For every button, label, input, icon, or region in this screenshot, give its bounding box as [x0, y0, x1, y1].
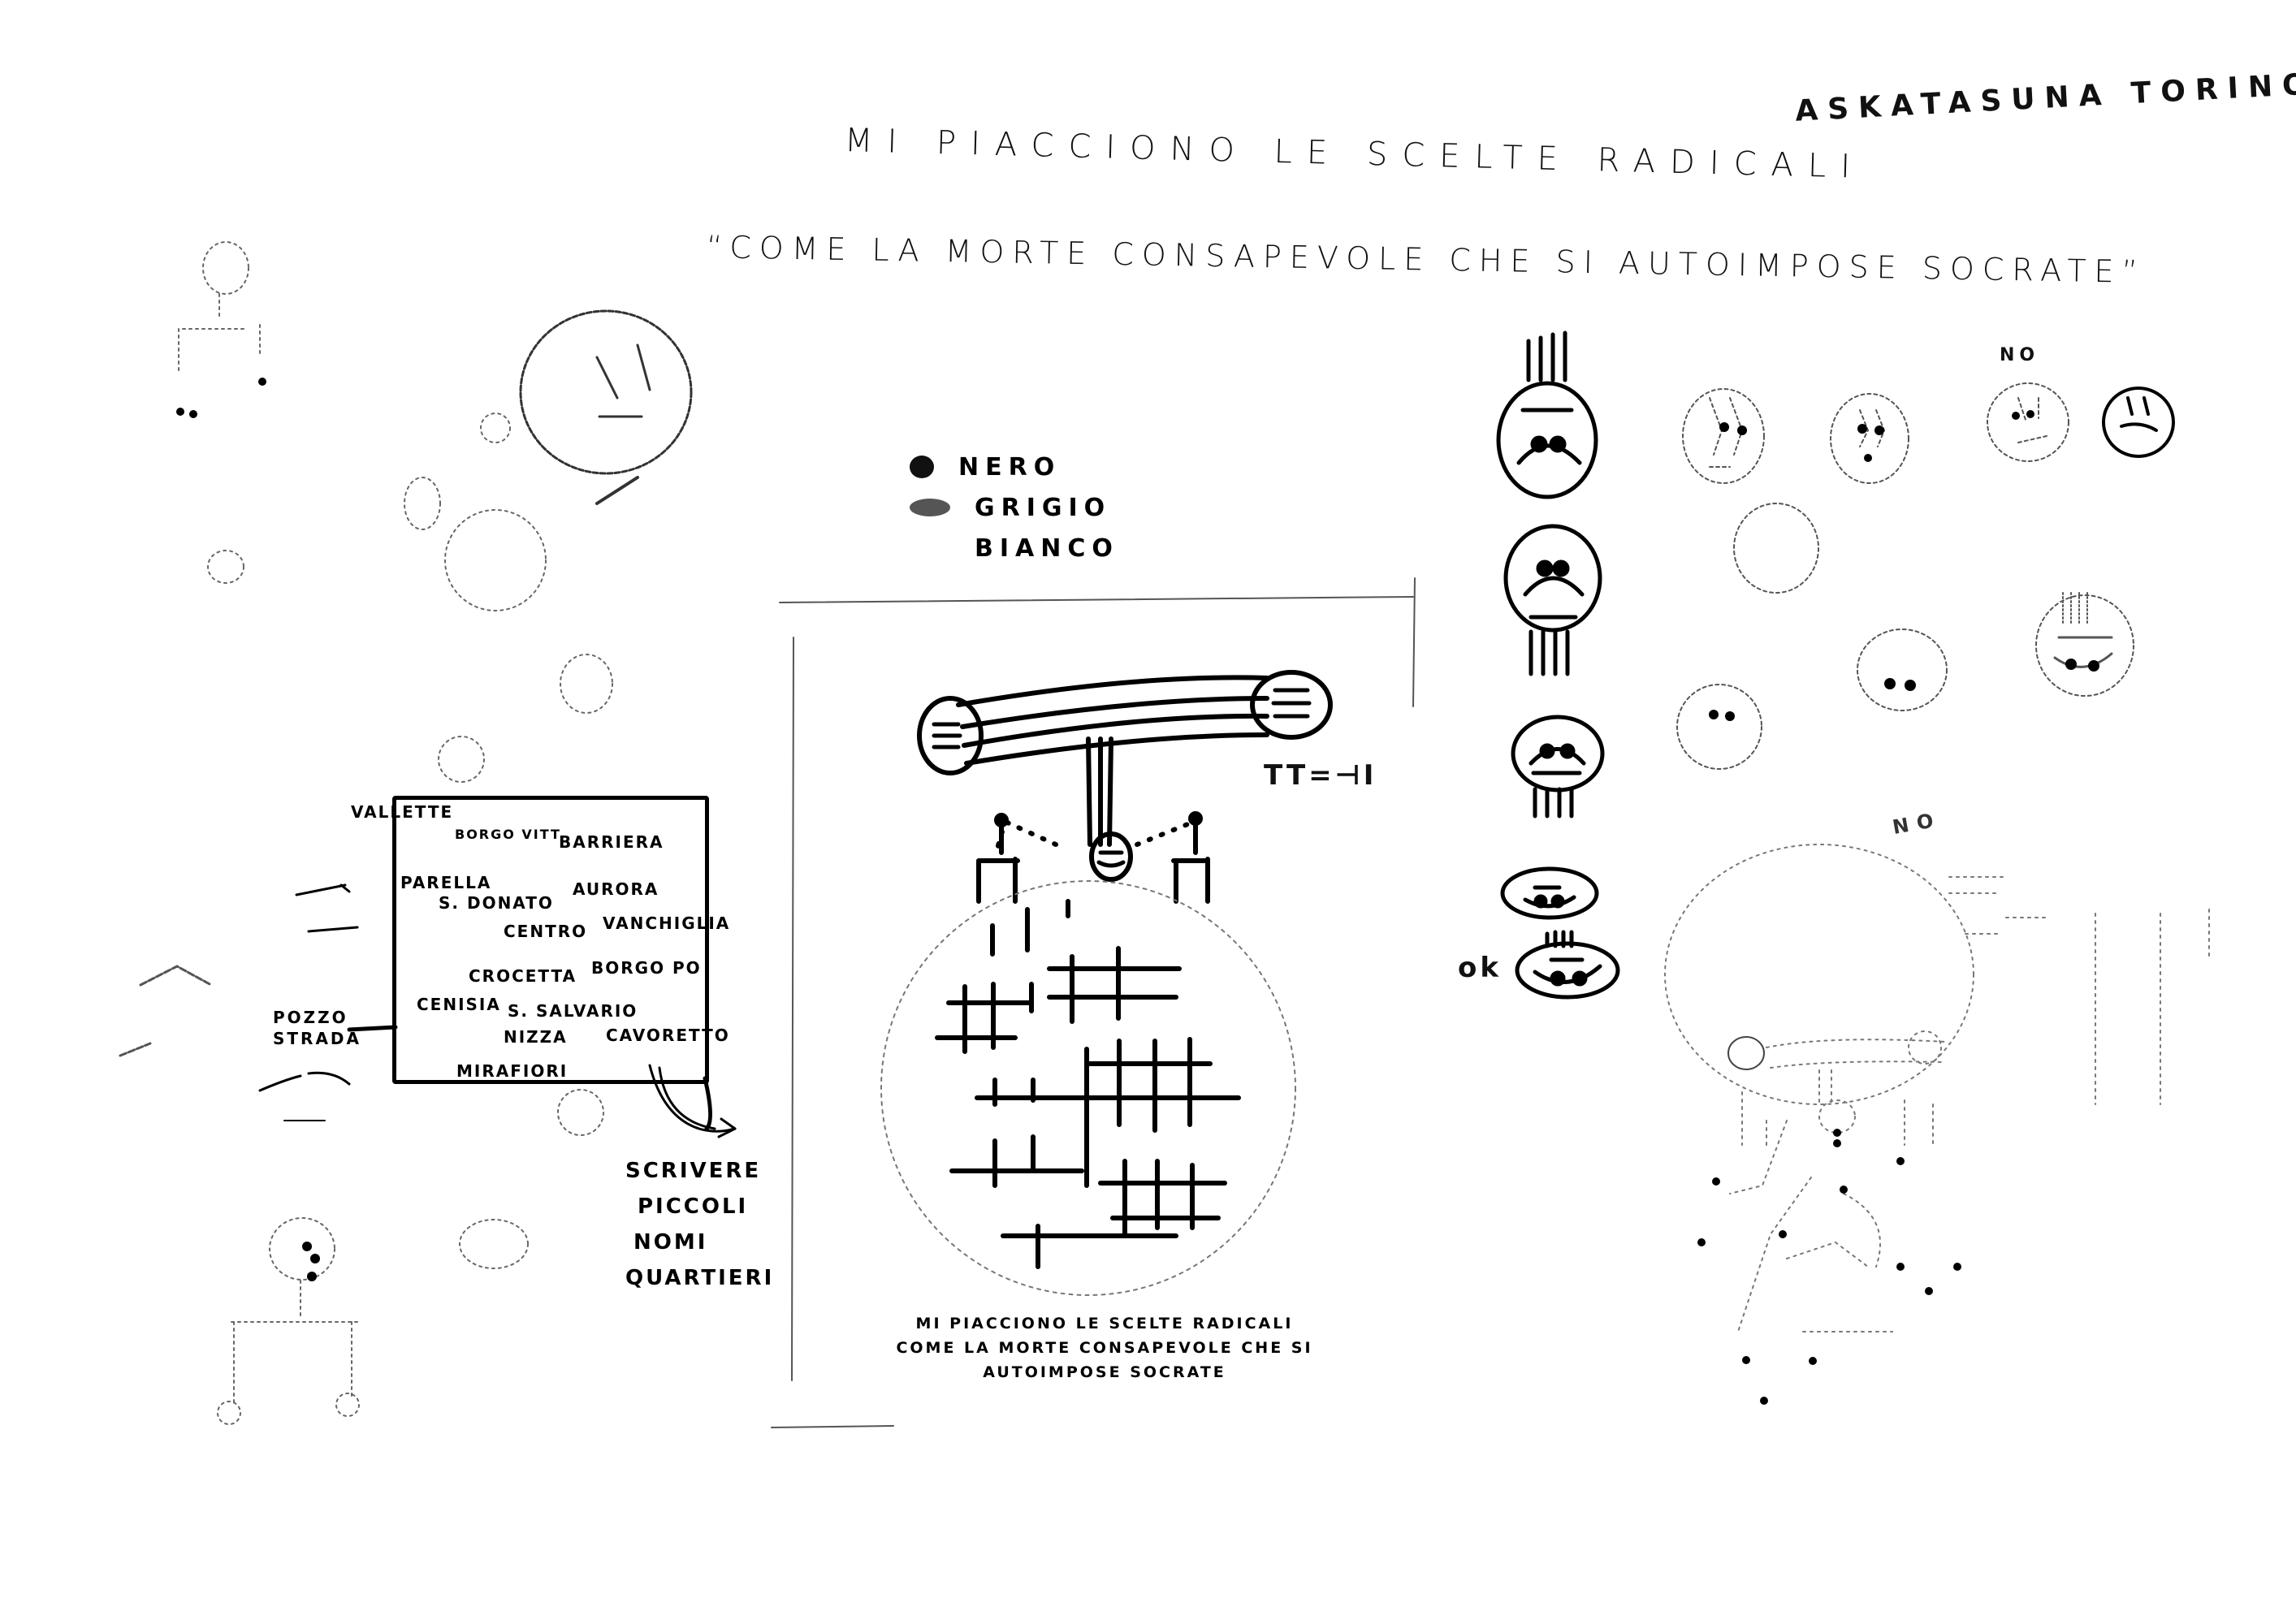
- quartiere-label: Barriera: [559, 832, 664, 852]
- banner-tube-icon: [917, 670, 1333, 904]
- quartiere-label: Cavoretto: [606, 1026, 730, 1045]
- poster-caption: Mi piacciono le scelte radicali Come la …: [845, 1311, 1364, 1384]
- map-connectors: [347, 1025, 737, 1138]
- quartiere-label: Nizza: [504, 1027, 568, 1047]
- large-circle-face: [519, 309, 693, 505]
- black-swatch-icon: [910, 456, 934, 478]
- annotation-line: piccoli: [638, 1194, 749, 1219]
- face-dots: [176, 378, 2099, 1281]
- poster-frame: [771, 577, 1416, 1428]
- quartiere-label: S. Salvario: [508, 1001, 638, 1021]
- caret-shapes: [119, 883, 359, 1121]
- map-label-vallette: Vallette: [351, 802, 454, 822]
- legend-item-grigio: Grigio: [910, 487, 1119, 528]
- faint-faces-left: [178, 241, 613, 1425]
- dots-bottom-right: [1697, 1129, 1961, 1405]
- caption-line-1: Mi piacciono le scelte radicali: [915, 1315, 1294, 1332]
- annotation-line: Scrivere: [625, 1159, 762, 1183]
- color-legend: Nero Grigio Bianco: [910, 447, 1119, 568]
- legend-item-nero: Nero: [910, 447, 1119, 487]
- caption-line-2: Come la morte consapevole che si autoimp…: [896, 1339, 1313, 1381]
- map-label-pozzo-strada: Pozzo Strada: [273, 1008, 362, 1048]
- quartieri-map-box: [392, 796, 709, 1084]
- quartiere-label: Aurora: [573, 879, 659, 899]
- quartiere-label: Centro: [504, 922, 588, 941]
- legend-label: Bianco: [975, 533, 1119, 563]
- quartiere-label: Borgo Po: [591, 958, 702, 978]
- no-label-top: no: [2000, 345, 2040, 365]
- quartiere-label: Mirafiori: [456, 1061, 569, 1081]
- annotation-note: Scrivere piccoli nomi quartieri: [625, 1153, 774, 1296]
- frown-face-right: [2102, 387, 2175, 458]
- legend-label: Nero: [958, 452, 1062, 482]
- poster-glyph-label: TT=⊣I: [1264, 759, 1377, 792]
- quartiere-label: Parella: [400, 873, 492, 892]
- quartiere-label: Vanchiglia: [603, 914, 731, 933]
- legend-item-bianco: Bianco: [910, 528, 1119, 568]
- city-grid-globe: [880, 880, 1296, 1296]
- quartiere-label: Cenisia: [417, 995, 501, 1014]
- ok-label: ok: [1458, 952, 1502, 984]
- annotation-line: nomi: [633, 1230, 708, 1255]
- faint-faces-right: [1676, 382, 2134, 770]
- annotation-line: quartieri: [625, 1266, 775, 1290]
- quartiere-label: S. Donato: [439, 893, 554, 913]
- gray-swatch-icon: [910, 499, 950, 516]
- legend-label: Grigio: [975, 493, 1112, 522]
- quartiere-label: Borgo Vitt.: [455, 827, 566, 842]
- quartiere-label: Crocetta: [469, 966, 577, 986]
- faint-sketch-bottom-right: [1664, 844, 2210, 1332]
- face-column: [1496, 330, 1620, 1000]
